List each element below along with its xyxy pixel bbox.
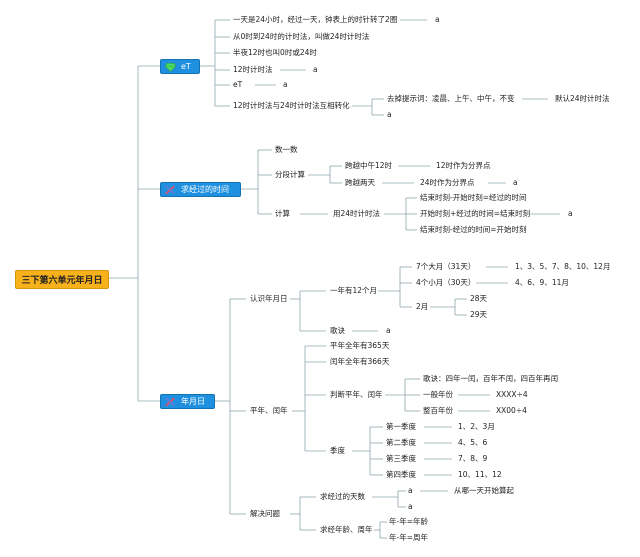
node-formula-2[interactable]: 开始时刻+经过的时间=结束时刻: [420, 209, 531, 218]
node-formula-1[interactable]: 结束时刻-开始时刻=经过的时间: [420, 193, 527, 202]
node-know-ymd[interactable]: 认识年月日: [250, 294, 288, 303]
node-common-365[interactable]: 平年全年有365天: [330, 341, 390, 350]
topic-label: 年月日: [181, 397, 205, 406]
node-placeholder[interactable]: a: [568, 209, 573, 218]
node-quarter[interactable]: 季度: [330, 446, 345, 455]
node-judge-leap[interactable]: 判断平年、闰年: [330, 390, 383, 399]
node-q2[interactable]: 第二季度: [386, 438, 416, 447]
node-q4-months[interactable]: 10、11、12: [458, 470, 502, 479]
node-q1-months[interactable]: 1、2、3月: [458, 422, 495, 431]
node-small-months-list[interactable]: 4、6、9、11月: [515, 278, 569, 287]
node-placeholder[interactable]: a: [408, 486, 413, 495]
node-leap-366[interactable]: 闰年全年有366天: [330, 357, 390, 366]
node-big-months-list[interactable]: 1、3、5、7、8、10、12月: [515, 262, 611, 271]
node-ordinary-rule[interactable]: XXXX÷4: [496, 390, 528, 399]
node-28-days[interactable]: 28天: [470, 294, 488, 303]
gem-icon: [165, 62, 176, 72]
tools-icon: [165, 397, 175, 406]
root-topic[interactable]: 三下第六单元年月日: [15, 270, 109, 289]
node-q4[interactable]: 第四季度: [386, 470, 416, 479]
topic-label: 求经过的时间: [181, 185, 229, 194]
node-29-days[interactable]: 29天: [470, 310, 488, 319]
node-age-anniversary[interactable]: 求经年龄、周年: [320, 525, 373, 534]
node-calculate[interactable]: 计算: [275, 209, 290, 218]
node-start-day[interactable]: 从哪一天开始算起: [454, 486, 514, 495]
node-q3-months[interactable]: 7、8、9: [458, 454, 488, 463]
topic-et[interactable]: eT: [160, 59, 200, 74]
node-solve-problems[interactable]: 解决问题: [250, 509, 280, 518]
node-q3[interactable]: 第三季度: [386, 454, 416, 463]
node-midnight[interactable]: 半夜12时也叫0时或24时: [233, 48, 317, 57]
node-placeholder[interactable]: a: [387, 110, 392, 119]
node-placeholder[interactable]: a: [408, 502, 413, 511]
tools-icon: [165, 185, 175, 194]
node-et[interactable]: eT: [233, 80, 243, 89]
node-formula-3[interactable]: 结束时刻-经过的时间=开始时刻: [420, 225, 527, 234]
node-elapsed-days[interactable]: 求经过的天数: [320, 492, 365, 501]
node-century-rule[interactable]: XX00÷4: [496, 406, 527, 415]
node-mnemonic[interactable]: 歌诀: [330, 326, 345, 335]
node-ordinary-year[interactable]: 一般年份: [423, 390, 453, 399]
node-segment-calc[interactable]: 分段计算: [275, 170, 305, 179]
topic-elapsed-time[interactable]: 求经过的时间: [160, 182, 241, 197]
node-small-months[interactable]: 4个小月（30天）: [416, 278, 476, 287]
node-placeholder[interactable]: a: [313, 65, 318, 74]
node-count[interactable]: 数一数: [275, 145, 298, 154]
node-12-months[interactable]: 一年有12个月: [330, 286, 378, 295]
node-q1[interactable]: 第一季度: [386, 422, 416, 431]
node-12h-system[interactable]: 12时计时法: [233, 65, 273, 74]
node-default-24h[interactable]: 默认24时计时法: [555, 94, 610, 103]
node-big-months[interactable]: 7个大月（31天）: [416, 262, 476, 271]
node-leap-mnemonic[interactable]: 歌诀：四年一闰，百年不闰，四百年再闰: [423, 374, 558, 383]
node-24h-definition[interactable]: 从0时到24时的计时法，叫做24时计时法: [233, 32, 370, 41]
node-conversion[interactable]: 12时计时法与24时计时法互相转化: [233, 101, 350, 110]
node-february[interactable]: 2月: [416, 302, 429, 311]
node-cross-days[interactable]: 跨越两天: [345, 178, 375, 187]
node-placeholder[interactable]: a: [283, 80, 288, 89]
node-midnight-boundary[interactable]: 24时作为分界点: [420, 178, 475, 187]
node-placeholder[interactable]: a: [435, 15, 440, 24]
node-placeholder[interactable]: a: [386, 326, 391, 335]
node-use-24h[interactable]: 用24时计时法: [333, 209, 381, 218]
node-noon-boundary[interactable]: 12时作为分界点: [436, 161, 491, 170]
node-q2-months[interactable]: 4、5、6: [458, 438, 488, 447]
topic-year-month-day[interactable]: 年月日: [160, 394, 215, 409]
node-common-leap[interactable]: 平年、闰年: [250, 406, 288, 415]
node-remove-hint-words[interactable]: 去掉提示词：凌晨、上午、中午，不变: [387, 94, 515, 103]
topic-label: eT: [181, 62, 191, 71]
node-century-year[interactable]: 整百年份: [423, 406, 453, 415]
node-anniversary-formula[interactable]: 年-年=周年: [389, 533, 428, 542]
node-cross-noon[interactable]: 跨越中午12时: [345, 161, 393, 170]
node-age-formula[interactable]: 年-年=年龄: [389, 517, 428, 526]
node-placeholder[interactable]: a: [513, 178, 518, 187]
node-day-24h[interactable]: 一天是24小时，经过一天，钟表上的时针转了2圈: [233, 15, 398, 24]
